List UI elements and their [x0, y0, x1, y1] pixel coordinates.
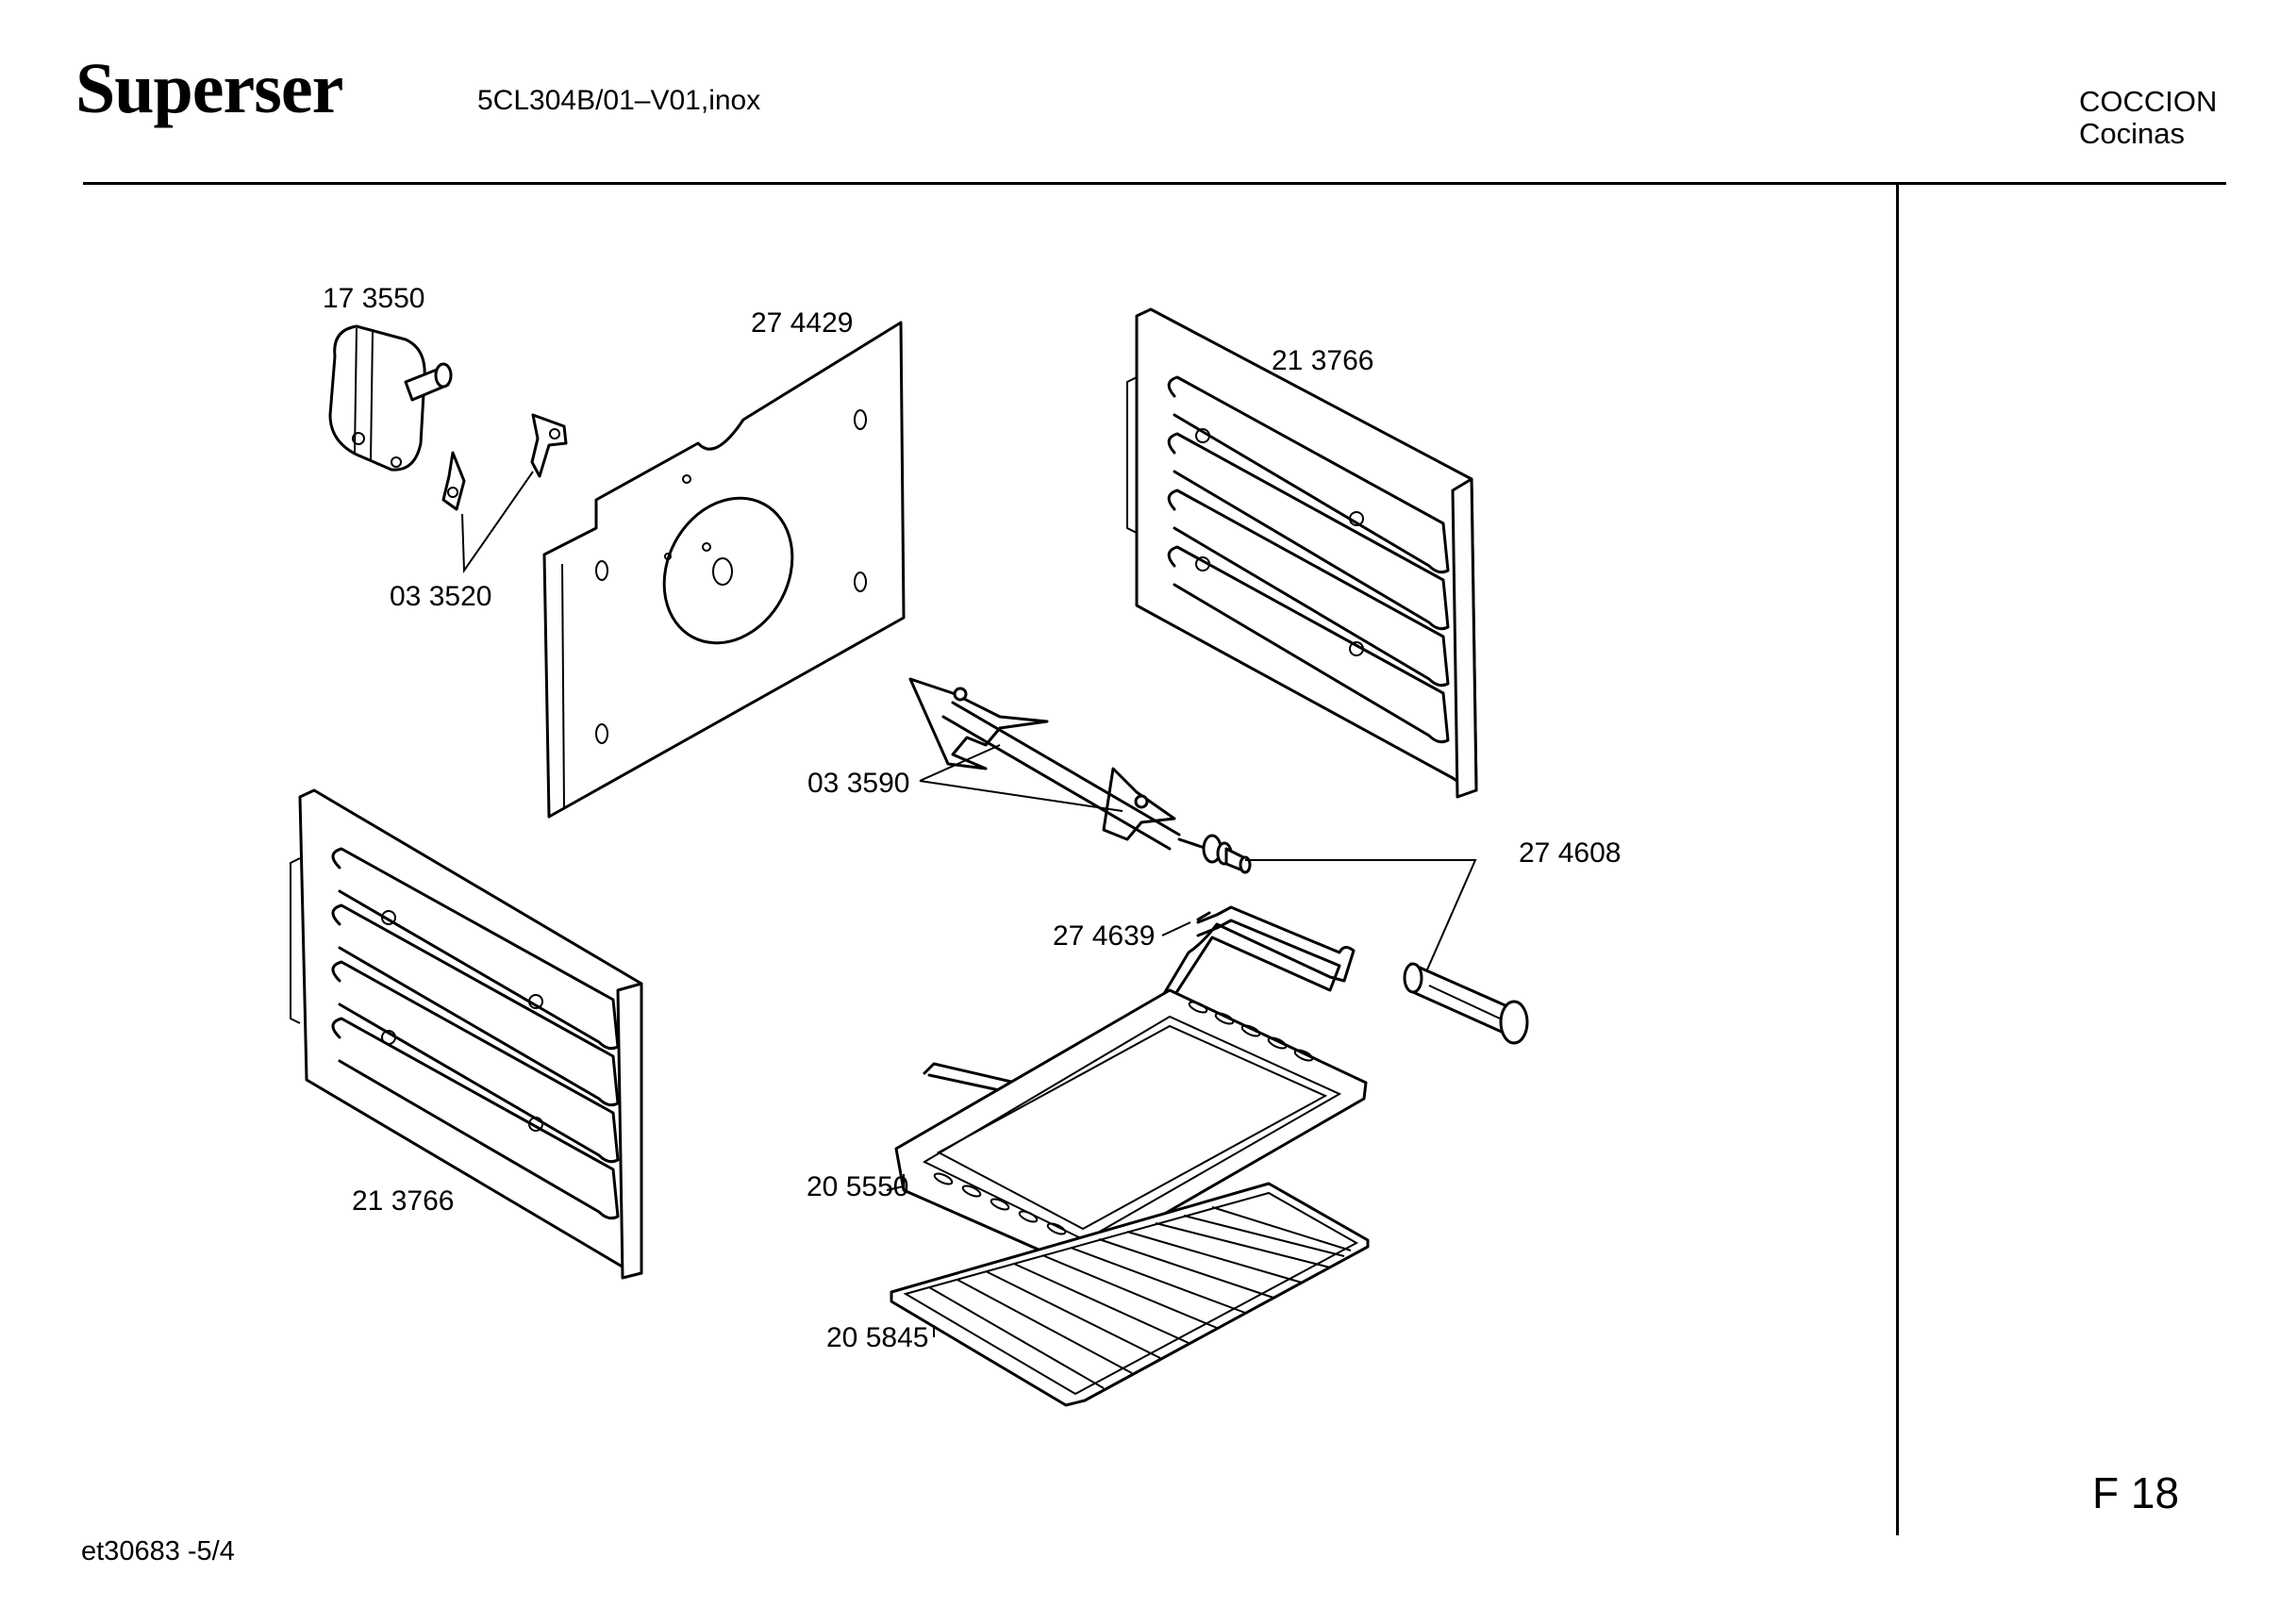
part-spit-handle [1177, 834, 1529, 1045]
part-label: 21 3766 [1272, 345, 1373, 376]
part-timer-motor [328, 324, 453, 472]
figure-label: F 18 [2092, 1468, 2180, 1517]
part-side-rack-right [1126, 307, 1478, 799]
part-label: 03 3590 [807, 768, 909, 799]
part-baking-tray [894, 988, 1368, 1266]
part-labels: 17 3550 27 4429 21 3766 03 3520 03 3590 … [323, 283, 1621, 1353]
part-rotisserie-forks [908, 677, 1181, 851]
part-label: 20 5845 [826, 1322, 928, 1353]
model-number: 5CL304B/01–V01,inox [477, 85, 761, 116]
part-side-rack-left [290, 788, 643, 1280]
part-label: 21 3766 [352, 1185, 454, 1217]
drawing-reference: et30683 -5/4 [81, 1536, 235, 1566]
part-label: 17 3550 [323, 283, 424, 314]
part-clips [441, 413, 568, 574]
brand-logo: Superser [75, 49, 343, 128]
header-divider [83, 182, 2226, 185]
part-label: 27 4639 [1053, 920, 1155, 952]
part-back-plate [542, 321, 906, 819]
part-label: 27 4429 [751, 307, 853, 339]
part-label: 27 4608 [1519, 837, 1621, 869]
part-label: 20 5550 [807, 1171, 908, 1202]
category-sub: Cocinas [2079, 117, 2185, 150]
category-main: COCCION [2079, 85, 2218, 118]
part-label: 03 3520 [390, 581, 491, 612]
sidebar-divider [1896, 185, 1899, 1535]
leader-lines [886, 921, 1191, 1337]
part-wire-rack [890, 1182, 1370, 1407]
